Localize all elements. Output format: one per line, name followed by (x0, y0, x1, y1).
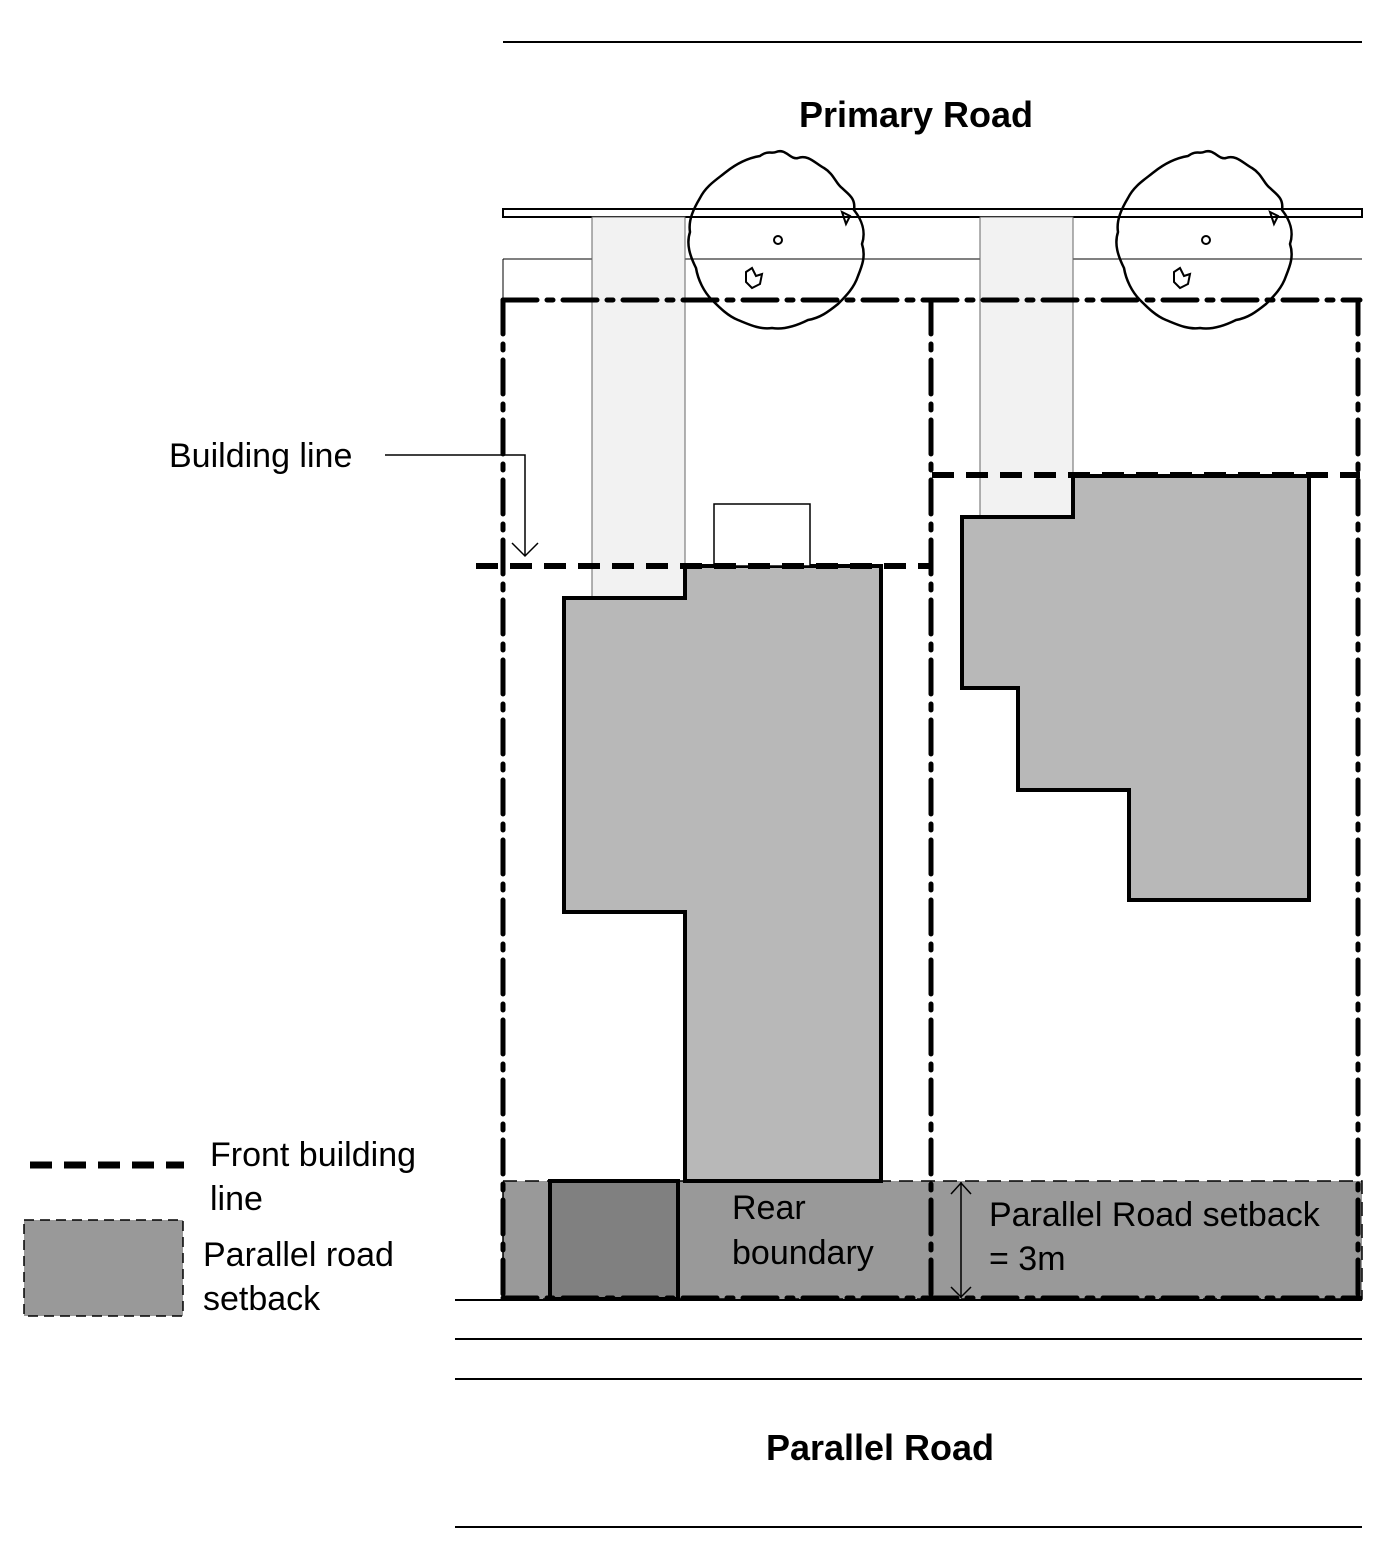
primary-road-label: Primary Road (799, 94, 1033, 135)
legend-label: Parallel road (203, 1236, 394, 1274)
dimension-arrow-up-icon (950, 1181, 972, 1195)
porch-left (713, 503, 811, 567)
dimension-arrow-down-icon (950, 1286, 972, 1299)
tree-icon (687, 149, 865, 330)
driveway-left (591, 216, 686, 599)
rear-boundary-label: Rear (732, 1189, 806, 1227)
legend-label: Front building (210, 1136, 416, 1174)
legend-grey-box-icon (23, 1219, 184, 1317)
rear-outbuilding (548, 1179, 680, 1301)
building-right (960, 474, 1311, 902)
rear-boundary-label: boundary (732, 1234, 874, 1272)
tree-icon (1115, 149, 1293, 330)
footpath-kerb (502, 208, 1363, 218)
arrow-head-icon (511, 542, 539, 558)
legend: Front building line Parallel road setbac… (23, 1136, 416, 1318)
lot-boundaries (500, 297, 1363, 1301)
driveway-right (979, 216, 1074, 518)
setback-dimension-label: Parallel Road setback (989, 1196, 1321, 1234)
building-line-leader (385, 454, 526, 555)
setback-dimension-label: = 3m (989, 1240, 1066, 1278)
legend-label: setback (203, 1280, 321, 1318)
legend-label: line (210, 1180, 263, 1218)
parallel-road-label: Parallel Road (766, 1427, 994, 1468)
building-left (562, 564, 883, 1183)
building-line-label: Building line (169, 437, 352, 475)
